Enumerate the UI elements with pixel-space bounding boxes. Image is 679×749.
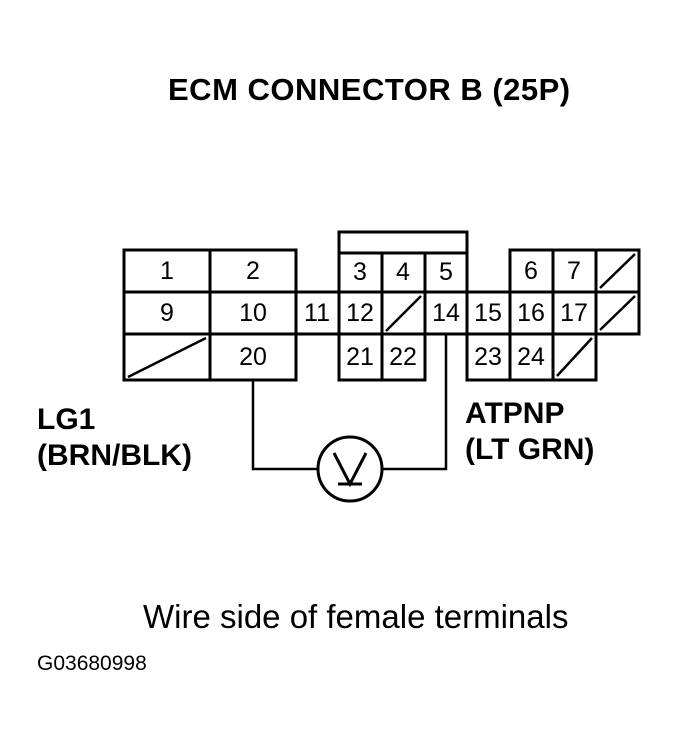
blank-terminal-mark [385, 295, 422, 332]
caption: Wire side of female terminals [143, 598, 569, 635]
pin-label-20: 20 [239, 343, 267, 371]
terminal-6 [508, 248, 555, 294]
wire-atpnp-to-meter [382, 334, 448, 471]
voltmeter-circle [316, 435, 384, 503]
pin-label-6: 6 [524, 257, 538, 285]
pin-label-5: 5 [439, 258, 453, 286]
blank-terminal-mark [127, 336, 207, 379]
atpnp-signal-name: ATPNP [465, 397, 565, 430]
terminal-22 [380, 332, 427, 382]
pin-label-9: 9 [160, 299, 174, 327]
atpnp-wire-color: (LT GRN) [465, 433, 595, 466]
blank-terminal-mark [599, 295, 636, 331]
pin-label-15: 15 [474, 299, 502, 327]
pin-label-3: 3 [353, 258, 367, 286]
terminal-2 [208, 248, 298, 294]
terminal-24 [508, 332, 555, 382]
pin-label-11: 11 [304, 299, 330, 327]
pin-label-24: 24 [517, 343, 545, 371]
pin-label-22: 22 [389, 343, 417, 371]
lg1-wire-color: (BRN/BLK) [37, 439, 192, 472]
terminal-20 [208, 332, 298, 382]
voltmeter-symbol [316, 435, 384, 503]
terminal-1 [122, 248, 212, 294]
pin-label-14: 14 [432, 299, 460, 327]
pin-label-1: 1 [160, 257, 174, 285]
connector-latch [337, 230, 469, 253]
pin-label-16: 16 [517, 299, 545, 327]
connector-title: ECM CONNECTOR B (25P) [168, 72, 571, 107]
terminal-23 [465, 332, 512, 382]
pin-label-7: 7 [567, 257, 581, 285]
pin-label-23: 23 [474, 343, 502, 371]
terminal-5 [423, 251, 469, 294]
pin-label-12: 12 [346, 299, 374, 327]
terminal-12 [337, 290, 384, 336]
atpnp-wire-label: ATPNP (LT GRN) [465, 396, 594, 468]
pin-label-2: 2 [246, 257, 260, 285]
wire-lg1-to-meter [251, 380, 318, 471]
figure-code: G03680998 [37, 652, 147, 675]
lg1-signal-name: LG1 [37, 403, 96, 436]
pin-label-10: 10 [239, 299, 267, 327]
pin-label-17: 17 [560, 299, 588, 327]
blank-terminal-mark [599, 253, 636, 289]
lg1-wire-label: LG1 (BRN/BLK) [37, 402, 192, 474]
pin-label-4: 4 [396, 258, 410, 286]
pin-label-21: 21 [346, 343, 374, 371]
terminal-9 [122, 290, 212, 336]
blank-terminal-mark [556, 337, 593, 377]
